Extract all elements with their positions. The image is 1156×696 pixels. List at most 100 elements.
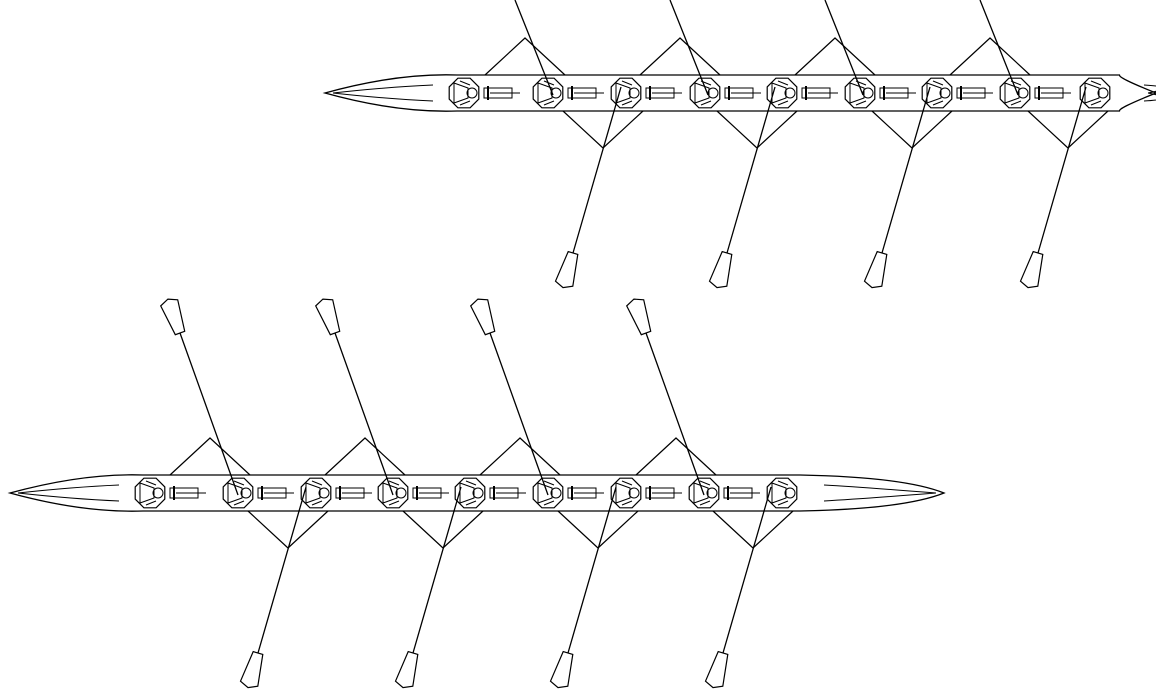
rigger	[248, 511, 328, 548]
rower-station	[767, 478, 797, 508]
rower-arms	[700, 481, 710, 505]
rower-cockpit	[845, 78, 875, 108]
rower-seat	[785, 88, 795, 98]
rower-seat	[1098, 88, 1108, 98]
oar-assembly	[1021, 87, 1109, 288]
rower-cockpit	[449, 78, 479, 108]
oar-assembly	[471, 299, 560, 495]
oar-blade	[1021, 252, 1043, 288]
rower-station	[922, 78, 993, 108]
rower-cockpit	[223, 478, 253, 508]
oar-blade	[551, 652, 573, 688]
rower-arms	[146, 481, 156, 505]
rower-arms	[312, 481, 322, 505]
rower-station	[301, 478, 372, 508]
rower-body	[460, 483, 474, 503]
oar-shaft	[413, 487, 461, 653]
rower-body	[538, 483, 552, 503]
oar-blade	[865, 252, 887, 288]
oar-blade	[396, 652, 418, 688]
rower-arms	[622, 481, 632, 505]
rower-station	[611, 78, 682, 108]
rower-cockpit	[135, 478, 165, 508]
rower-seat	[629, 488, 639, 498]
oar-assembly	[316, 299, 405, 495]
rower-body	[616, 483, 630, 503]
oar-assembly	[551, 487, 639, 688]
rigger	[640, 38, 720, 75]
oar-shaft	[515, 0, 553, 95]
bow-deck-line	[333, 85, 433, 101]
rower-cockpit	[767, 78, 797, 108]
oar-assembly	[396, 487, 484, 688]
rower-seat	[467, 88, 477, 98]
rower-cockpit	[689, 478, 719, 508]
rower-cockpit	[922, 78, 952, 108]
rower-seat	[319, 488, 329, 498]
oar-blade	[471, 299, 495, 335]
rower-seat	[473, 488, 483, 498]
rower-body	[616, 83, 630, 103]
rower-cockpit	[533, 78, 563, 108]
oar-assembly	[485, 0, 565, 95]
rower-body	[383, 483, 397, 503]
rower-arms	[778, 81, 788, 105]
rower-seat	[153, 488, 163, 498]
oar-assembly	[710, 87, 798, 288]
oar-assembly	[640, 0, 720, 95]
rower-station	[135, 478, 206, 508]
rower-station	[767, 78, 838, 108]
oar-assembly	[556, 87, 644, 288]
oar-shaft	[1038, 87, 1086, 253]
oar-shaft	[882, 87, 930, 253]
rigger	[403, 511, 483, 548]
rower-arms	[933, 81, 943, 105]
oar-shaft	[335, 333, 393, 495]
oar-shaft	[568, 487, 616, 653]
oar-shaft	[670, 0, 708, 95]
rower-seat	[1018, 88, 1028, 98]
oar-blade	[556, 252, 578, 288]
rigger	[713, 511, 793, 548]
rigger	[795, 38, 875, 75]
rigger	[1028, 111, 1108, 148]
rigger	[558, 511, 638, 548]
rower-cockpit	[690, 78, 720, 108]
rower-arms	[234, 481, 244, 505]
rower-station	[690, 78, 761, 108]
oar-assembly	[950, 0, 1030, 95]
rigger	[170, 438, 250, 475]
rigger	[950, 38, 1030, 75]
oar-shaft	[490, 333, 548, 495]
rower-seat	[241, 488, 251, 498]
rower-cockpit	[533, 478, 563, 508]
oar-blade	[241, 652, 263, 688]
oar-assembly	[627, 299, 716, 495]
rower-arms	[622, 81, 632, 105]
boat-lower	[10, 299, 944, 687]
rower-arms	[389, 481, 399, 505]
oar-blade	[627, 299, 651, 335]
oar-assembly	[161, 299, 250, 495]
rower-cockpit	[1000, 78, 1030, 108]
rower-seat	[708, 88, 718, 98]
rower-station	[449, 78, 520, 108]
rower-body	[538, 83, 552, 103]
rigger	[485, 38, 565, 75]
rower-cockpit	[378, 478, 408, 508]
rower-station	[533, 78, 604, 108]
oar-shaft	[573, 87, 621, 253]
rower-seat	[863, 88, 873, 98]
rower-station	[845, 78, 916, 108]
rower-seat	[551, 488, 561, 498]
rower-body	[306, 483, 320, 503]
rigger	[563, 111, 643, 148]
oar-blade	[161, 299, 185, 335]
rower-body	[694, 483, 708, 503]
rower-station	[455, 478, 526, 508]
rower-seat	[707, 488, 717, 498]
bow-deck-line	[18, 485, 119, 501]
oar-blade	[710, 252, 732, 288]
rower-arms	[1091, 81, 1101, 105]
